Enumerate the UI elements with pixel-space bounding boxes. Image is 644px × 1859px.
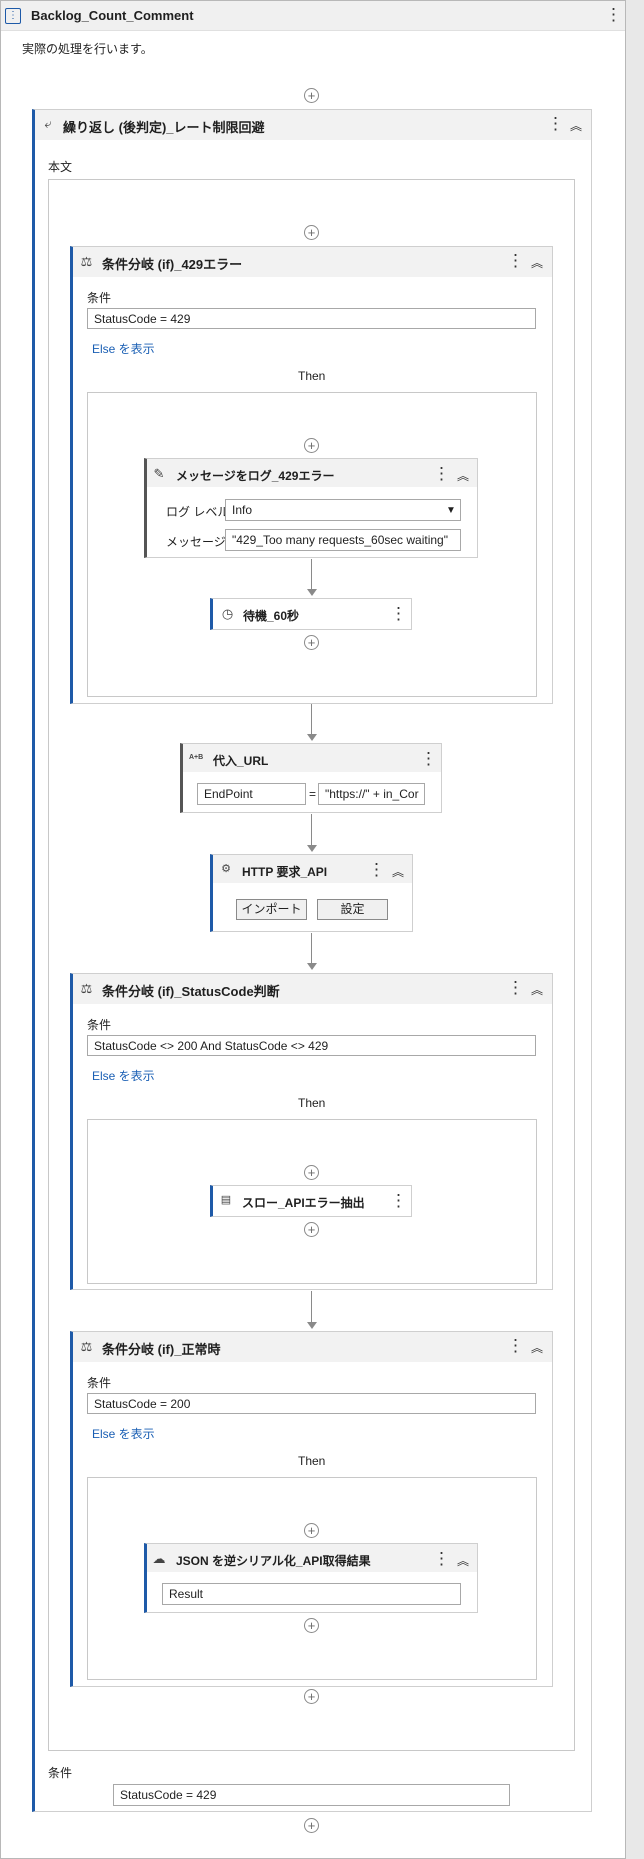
log-collapse-chevron-icon[interactable]: ︽ xyxy=(456,469,469,483)
if-429-more-menu-icon[interactable]: ⋮ xyxy=(507,251,524,270)
if-statuscode-condition-input[interactable]: StatusCode <> 200 And StatusCode <> 429 xyxy=(87,1035,536,1056)
log-message-title: メッセージをログ_429エラー xyxy=(176,469,335,483)
loop-icon: ⤶ xyxy=(44,116,52,131)
if-ok-more-menu-icon[interactable]: ⋮ xyxy=(507,1336,524,1355)
throw-icon: ▤ xyxy=(220,1194,232,1206)
connector-arrow-icon xyxy=(307,963,317,970)
root-sequence-header[interactable] xyxy=(1,1,625,31)
add-activity-plus-icon[interactable]: + xyxy=(304,88,319,103)
loop-body-label: 本文 xyxy=(48,160,73,174)
log-level-select[interactable]: Info xyxy=(225,499,461,521)
root-title: Backlog_Count_Comment xyxy=(31,8,194,23)
log-pencil-icon: ✎ xyxy=(153,466,165,481)
delay-more-menu-icon[interactable]: ⋮ xyxy=(390,604,407,623)
if-statuscode-title: 条件分岐 (if)_StatusCode判断 xyxy=(102,984,280,999)
if-ok-then-label: Then xyxy=(298,1454,326,1468)
log-message-label: メッセージ xyxy=(166,535,226,549)
add-activity-plus-icon[interactable]: + xyxy=(304,1618,319,1633)
connector-arrow-icon xyxy=(307,734,317,741)
if-ok-condition-input[interactable]: StatusCode = 200 xyxy=(87,1393,536,1414)
add-activity-plus-icon[interactable]: + xyxy=(304,1818,319,1833)
assign-equals-sign: = xyxy=(309,787,317,801)
loop-more-menu-icon[interactable]: ⋮ xyxy=(547,114,564,133)
if-429-title: 条件分岐 (if)_429エラー xyxy=(102,257,243,272)
assign-to-input[interactable]: EndPoint xyxy=(197,783,306,805)
settings-button[interactable]: 設定 xyxy=(317,899,388,920)
loop-header[interactable] xyxy=(35,110,591,140)
if-branch-icon: ⚖ xyxy=(80,1339,93,1354)
log-message-header[interactable] xyxy=(147,459,477,487)
http-request-header[interactable] xyxy=(213,855,412,883)
loop-title: 繰り返し (後判定)_レート制限回避 xyxy=(63,120,265,135)
json-icon: ☁ xyxy=(152,1551,166,1566)
connector-arrow-icon xyxy=(307,589,317,596)
json-more-menu-icon[interactable]: ⋮ xyxy=(433,1549,450,1568)
connector-line xyxy=(311,559,312,589)
connector-line xyxy=(311,814,312,845)
if-ok-condition-label: 条件 xyxy=(87,1376,112,1390)
if-branch-icon: ⚖ xyxy=(80,981,93,996)
json-deserialize-title: JSON を逆シリアル化_API取得結果 xyxy=(176,1554,371,1568)
json-output-input[interactable]: Result xyxy=(162,1583,461,1605)
http-more-menu-icon[interactable]: ⋮ xyxy=(368,860,385,879)
if-ok-header[interactable] xyxy=(73,1332,552,1362)
throw-activity[interactable] xyxy=(210,1185,412,1217)
if-statuscode-more-menu-icon[interactable]: ⋮ xyxy=(507,978,524,997)
assign-more-menu-icon[interactable]: ⋮ xyxy=(420,749,437,768)
add-activity-plus-icon[interactable]: + xyxy=(304,1689,319,1704)
if-ok-collapse-chevron-icon[interactable]: ︽ xyxy=(530,1341,543,1355)
log-level-value: Info xyxy=(232,503,253,517)
if-statuscode-condition-label: 条件 xyxy=(87,1018,112,1032)
assign-value-input[interactable]: "https://" + in_Cor xyxy=(318,783,425,805)
loop-condition-input[interactable]: StatusCode = 429 xyxy=(113,1784,510,1806)
add-activity-plus-icon[interactable]: + xyxy=(304,225,319,240)
connector-line xyxy=(311,1291,312,1322)
connector-line xyxy=(311,704,312,734)
connector-arrow-icon xyxy=(307,1322,317,1329)
json-collapse-chevron-icon[interactable]: ︽ xyxy=(456,1554,469,1568)
if-ok-title: 条件分岐 (if)_正常時 xyxy=(102,1342,221,1357)
assign-header[interactable] xyxy=(183,744,441,772)
import-button[interactable]: インポート xyxy=(236,899,307,920)
if-statuscode-then-label: Then xyxy=(298,1096,326,1110)
if-429-collapse-chevron-icon[interactable]: ︽ xyxy=(530,256,543,270)
if-429-condition-label: 条件 xyxy=(87,291,112,305)
if-branch-icon: ⚖ xyxy=(80,254,93,269)
if-429-condition-input[interactable]: StatusCode = 429 xyxy=(87,308,536,329)
log-message-input[interactable]: "429_Too many requests_60sec waiting" xyxy=(225,529,461,551)
http-collapse-chevron-icon[interactable]: ︽ xyxy=(391,865,404,879)
throw-title: スロー_APIエラー抽出 xyxy=(242,1196,365,1210)
root-description: 実際の処理を行います。 xyxy=(22,42,153,56)
assign-icon: A+B xyxy=(189,754,204,761)
delay-title: 待機_60秒 xyxy=(243,609,300,623)
if-429-header[interactable] xyxy=(73,247,552,277)
if-429-show-else-link[interactable]: Else を表示 xyxy=(92,342,155,356)
add-activity-plus-icon[interactable]: + xyxy=(304,1222,319,1237)
sequence-icon: ⋮ xyxy=(5,8,21,24)
loop-condition-label: 条件 xyxy=(48,1766,73,1780)
connector-arrow-icon xyxy=(307,845,317,852)
if-429-then-label: Then xyxy=(298,369,326,383)
add-activity-plus-icon[interactable]: + xyxy=(304,1523,319,1538)
json-deserialize-header[interactable] xyxy=(147,1544,477,1572)
throw-more-menu-icon[interactable]: ⋮ xyxy=(390,1191,407,1210)
add-activity-plus-icon[interactable]: + xyxy=(304,1165,319,1180)
log-level-label: ログ レベル xyxy=(166,505,230,519)
if-statuscode-header[interactable] xyxy=(73,974,552,1004)
http-request-title: HTTP 要求_API xyxy=(242,865,328,879)
assign-title: 代入_URL xyxy=(213,754,269,768)
http-gears-icon: ⚙ xyxy=(221,863,231,875)
log-more-menu-icon[interactable]: ⋮ xyxy=(433,464,450,483)
dropdown-arrow-icon[interactable]: ▼ xyxy=(446,505,456,516)
if-statuscode-show-else-link[interactable]: Else を表示 xyxy=(92,1069,155,1083)
if-statuscode-collapse-chevron-icon[interactable]: ︽ xyxy=(530,983,543,997)
connector-line xyxy=(311,933,312,963)
clock-icon: ◷ xyxy=(221,606,234,621)
add-activity-plus-icon[interactable]: + xyxy=(304,438,319,453)
loop-collapse-chevron-icon[interactable]: ︽ xyxy=(569,119,582,133)
if-ok-show-else-link[interactable]: Else を表示 xyxy=(92,1427,155,1441)
root-more-menu-icon[interactable]: ⋮ xyxy=(605,5,622,24)
add-activity-plus-icon[interactable]: + xyxy=(304,635,319,650)
delay-activity[interactable] xyxy=(210,598,412,630)
